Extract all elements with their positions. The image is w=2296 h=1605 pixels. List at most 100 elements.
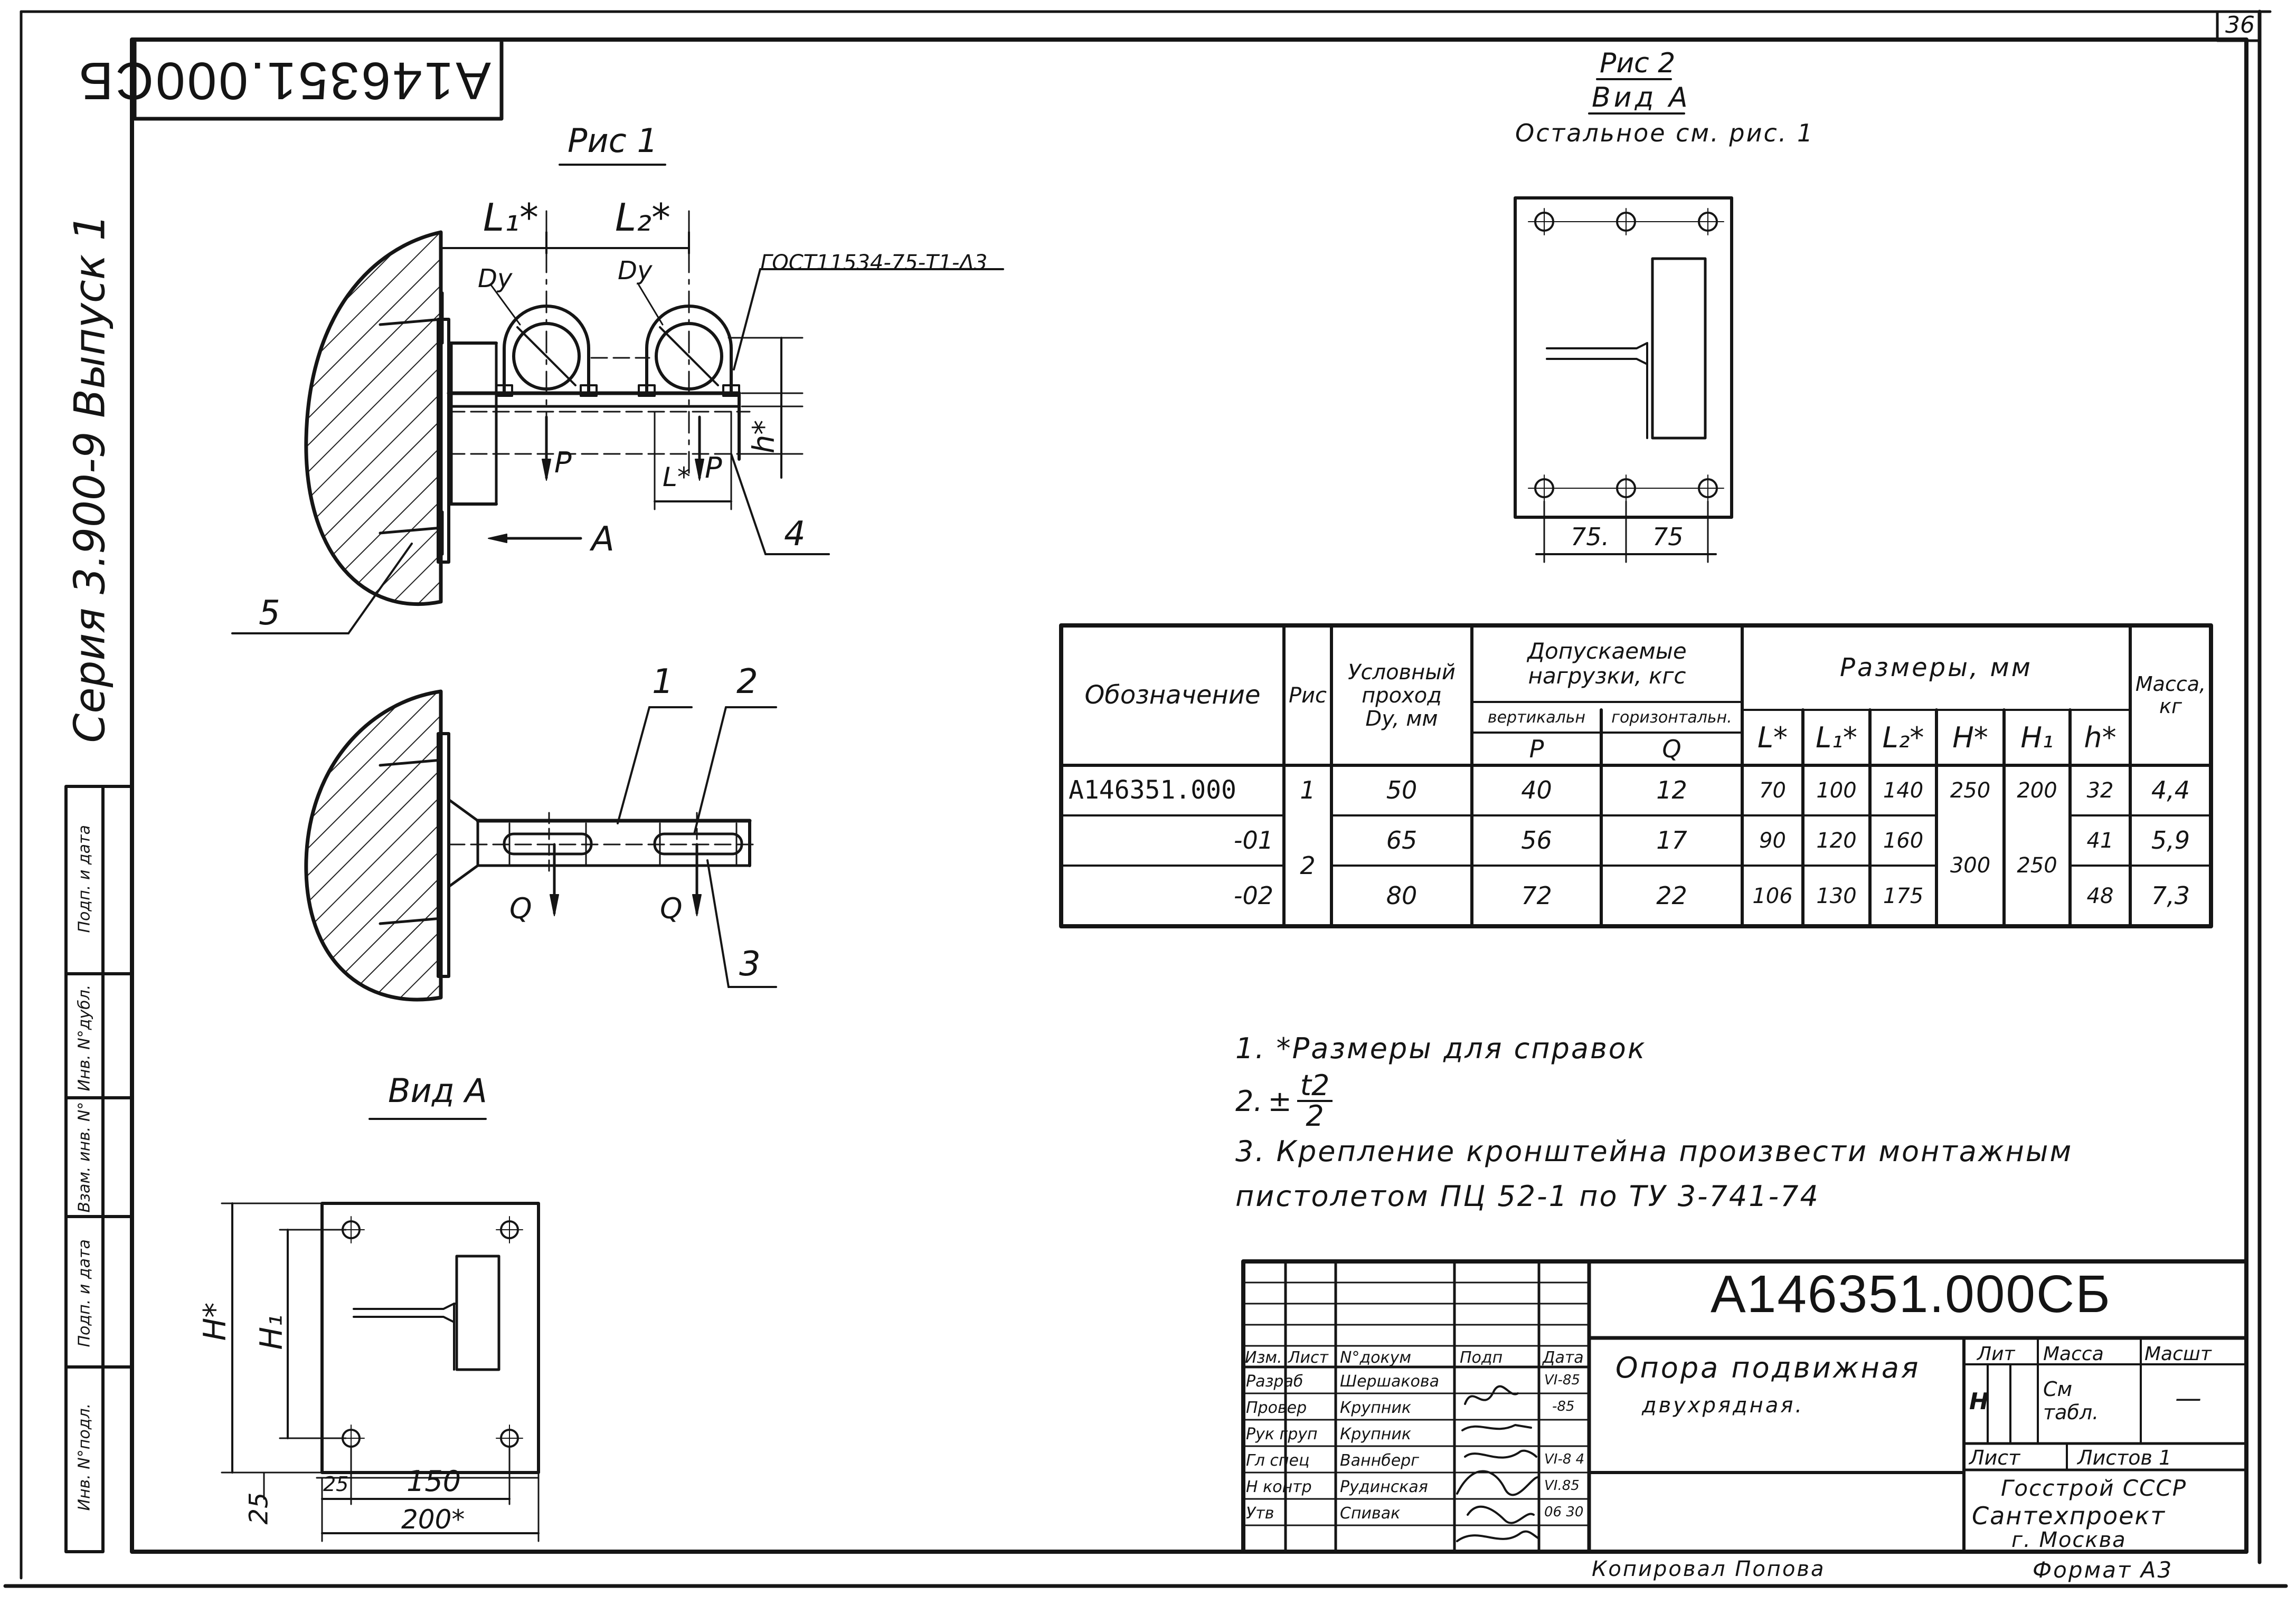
table-row-2-l2: 175: [1883, 884, 1924, 908]
note-3-line-1: 3. Крепление кронштейна произвести монта…: [1235, 1135, 2073, 1168]
table-row-2-mass: 7,3: [2151, 881, 2190, 910]
table-row-0-l2: 140: [1883, 778, 1924, 803]
side-field-inv-dubl: Инв. N°дубл.: [75, 984, 94, 1091]
table-row-0-p: 40: [1521, 776, 1552, 805]
title-block-sheet-label: Лист: [1969, 1446, 2020, 1469]
fig2-title: Рис 2: [1600, 48, 1676, 79]
th-H: H*: [1952, 720, 1988, 754]
role-2: Рук груп: [1246, 1425, 1318, 1443]
table-row-0-l: 70: [1759, 778, 1786, 803]
page-number: 36: [2225, 12, 2255, 39]
table-row-1-dy: 65: [1386, 826, 1418, 855]
col-izm: Изм.: [1245, 1348, 1282, 1367]
table-row-1-l2: 160: [1883, 828, 1924, 853]
title-block-mass-value: См табл.: [2043, 1378, 2099, 1424]
note-1: 1. *Размеры для справок: [1235, 1032, 1647, 1065]
table-row-2-designation: -02: [1233, 881, 1273, 910]
view-a-dim-H: H*: [196, 1302, 233, 1341]
fig2-note: Остальное см. рис. 1: [1515, 119, 1815, 147]
table-row-0-designation: А146351.000: [1069, 775, 1236, 805]
note-2-denominator: 2: [1306, 1099, 1324, 1133]
title-block-org-3: г. Москва: [2011, 1528, 2127, 1552]
fig2-dim-right: 75: [1652, 523, 1684, 551]
table-row-1-H1: 250: [2017, 853, 2057, 878]
plan-callout-2: 2: [736, 662, 758, 701]
role-5-date: 06 30: [1544, 1504, 1584, 1520]
view-a-title: Вид A: [388, 1071, 487, 1110]
fig1-dim-l2: L₂*: [615, 195, 670, 240]
view-a-dim-150: 150: [407, 1465, 461, 1498]
col-sign: Подп: [1460, 1348, 1503, 1367]
th-horizontal: горизонтальн.: [1611, 708, 1732, 727]
table-row-2-dy: 80: [1386, 881, 1418, 910]
th-loads-1: Допускаемые: [1527, 638, 1687, 664]
plan-callout-1: 1: [652, 662, 674, 701]
role-1: Провер: [1246, 1399, 1307, 1417]
th-l: L*: [1757, 720, 1788, 754]
note-3-line-2: пистолетом ПЦ 52-1 по ТУ 3-741-74: [1235, 1180, 1820, 1213]
th-nominal-2: проход: [1362, 683, 1442, 708]
role-4-date: VI.85: [1544, 1478, 1580, 1494]
table-row-2-q: 22: [1656, 881, 1687, 910]
plan-load-q2: Q: [660, 892, 683, 925]
th-designation: Обозначение: [1084, 680, 1261, 710]
table-row-1-fig: 2: [1300, 851, 1316, 880]
title-block-scale-value: —: [2175, 1383, 2201, 1413]
th-loads-2: нагрузки, кгс: [1528, 662, 1686, 689]
note-2-prefix: 2.: [1235, 1084, 1263, 1118]
table-row-0-H1: 200: [2017, 778, 2057, 803]
col-list: Лист: [1288, 1348, 1329, 1367]
table-row-0-H: 250: [1950, 778, 1991, 803]
fig1-dim-h: h*: [747, 420, 781, 454]
th-q: Q: [1662, 734, 1681, 763]
title-block-scale-label: Масшт: [2144, 1343, 2212, 1365]
role-0-name: Шершакова: [1340, 1372, 1439, 1391]
role-1-date: -85: [1552, 1399, 1575, 1414]
view-a-dim-25-bottom: 25: [244, 1492, 274, 1525]
table-row-0-dy: 50: [1386, 776, 1418, 805]
note-2-pm: ±: [1268, 1084, 1292, 1118]
role-0-date: VI-85: [1544, 1372, 1580, 1388]
th-fig: Рис: [1288, 683, 1327, 708]
role-3: Гл спец: [1246, 1451, 1310, 1470]
table-row-1-mass: 5,9: [2151, 826, 2190, 855]
table-row-0-l1: 100: [1816, 778, 1857, 803]
table-row-1-l1: 120: [1816, 828, 1857, 853]
th-H1: H₁: [2020, 720, 2054, 754]
note-2-fraction: t2 2: [1297, 1071, 1333, 1131]
view-a-dim-H1: H₁: [253, 1314, 289, 1350]
th-vertical: вертикальн: [1487, 708, 1586, 727]
fig1-gost-note: ГОСТ11534-75-Т1-Δ3: [760, 251, 988, 275]
table-row-1-h: 41: [2086, 828, 2114, 853]
th-mass: Масса, кг: [2130, 625, 2211, 765]
th-l1: L₁*: [1816, 720, 1857, 754]
table-row-1-designation: -01: [1233, 826, 1273, 855]
th-mass-2: кг: [2159, 694, 2182, 718]
title-block-sheets-label: Листов 1: [2077, 1446, 2172, 1469]
view-a-dim-25: 25: [323, 1473, 349, 1496]
fig1-load-p1: P: [554, 446, 572, 479]
col-doc: N°докум: [1340, 1348, 1412, 1367]
title-block-lit-label: Лит: [1977, 1343, 2015, 1365]
sheet-format: Формат А3: [2033, 1557, 2174, 1583]
fig1-label-dy1: Dy: [478, 264, 513, 293]
role-3-name: Ваннберг: [1340, 1451, 1419, 1470]
title-block-lit-value: Н: [1969, 1388, 1989, 1415]
fig1-callout-5: 5: [259, 594, 280, 633]
th-p: P: [1529, 734, 1544, 763]
note-2-numerator: t2: [1297, 1071, 1333, 1102]
side-field-podp-data-1: Подп. и дата: [75, 1239, 94, 1347]
table-row-2-p: 72: [1521, 881, 1552, 910]
table-row-1-q: 17: [1656, 826, 1687, 855]
title-block-org-1: Госстрой СССР: [2001, 1475, 2187, 1501]
table-row-0-h: 32: [2086, 778, 2114, 803]
side-field-inv-podl: Инв. N°подл.: [75, 1403, 94, 1511]
th-nominal: Условный проход Dy, мм: [1331, 625, 1472, 765]
th-nominal-1: Условный: [1348, 660, 1456, 685]
fig1-load-p2: P: [705, 451, 722, 485]
note-2: 2. ± t2 2: [1235, 1071, 1333, 1131]
role-4-name: Рудинская: [1340, 1478, 1428, 1496]
fig1-title: Рис 1: [568, 121, 658, 160]
fig2-subtitle: Вид А: [1592, 82, 1691, 113]
